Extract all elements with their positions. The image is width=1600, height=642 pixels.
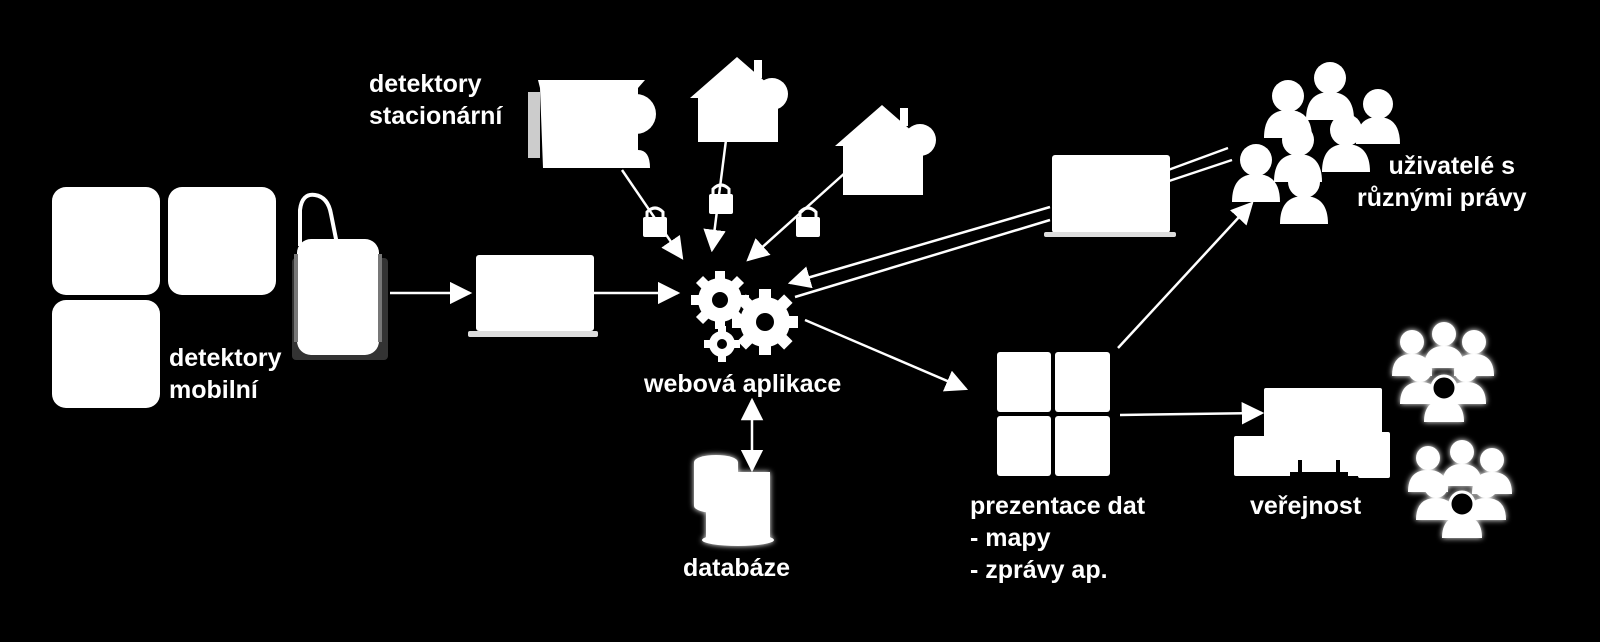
lock-icon (643, 206, 667, 237)
label-line: - zprávy ap. (970, 556, 1108, 584)
label-line: uživatelé s (1388, 152, 1515, 180)
label-database: databáze (683, 554, 790, 582)
people-icon (1232, 62, 1400, 224)
house-icon (835, 105, 936, 195)
computer-icon (1234, 388, 1390, 478)
gears-icon (691, 271, 798, 362)
line-monitor-to-users-2 (1159, 158, 1233, 186)
pager-icon (292, 192, 388, 360)
tablet-icon (52, 187, 276, 408)
lock-icon (709, 183, 733, 214)
label-line: prezentace dat (970, 492, 1146, 520)
chart-panel-icon (997, 352, 1110, 476)
house-icon (690, 57, 788, 142)
arrow-presentation-to-users (1117, 201, 1254, 349)
people-icon (1392, 322, 1494, 422)
laptop-icon (468, 255, 598, 337)
laptop-icon (1044, 155, 1176, 237)
arrow-presentation-to-public (1119, 402, 1265, 425)
server-icon (528, 80, 656, 168)
database-icon (694, 455, 774, 546)
arrow-house2-to-webapp (746, 171, 847, 262)
label-stationary-detectors: detektory stacionární (369, 68, 502, 132)
label-line: - mapy (970, 524, 1051, 552)
label-line: detektory (169, 344, 282, 372)
label-line: detektory (369, 70, 482, 98)
line-monitor-to-users-1 (1159, 146, 1229, 175)
connections (390, 139, 1265, 473)
label-users: uživatelé s různými právy (1357, 150, 1527, 214)
people-icon (1408, 440, 1512, 538)
label-line: stacionární (369, 102, 503, 130)
label-line: různými právy (1357, 184, 1527, 212)
label-presentation: prezentace dat - mapy - zprávy ap. (970, 490, 1145, 586)
label-line: mobilní (169, 376, 258, 404)
label-webapp: webová aplikace (644, 370, 842, 398)
arrow-server-to-webapp (620, 169, 684, 260)
line-webapp-to-monitor (794, 218, 1051, 299)
arrow-monitor-to-webapp (787, 205, 1051, 289)
label-mobile-detectors: detektory mobilní (169, 342, 282, 406)
label-public: veřejnost (1250, 492, 1362, 520)
lock-icon (796, 206, 820, 237)
arrow-webapp-to-presentation (804, 318, 969, 392)
